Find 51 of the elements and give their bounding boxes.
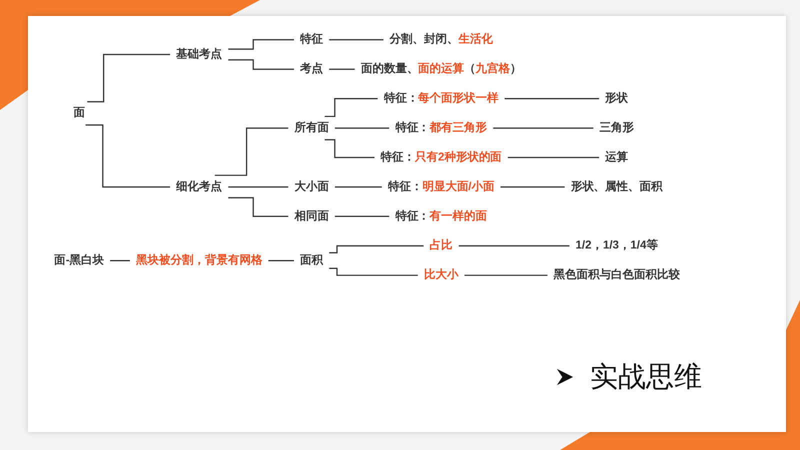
node-text: 基础考点 bbox=[176, 47, 222, 60]
connector bbox=[329, 268, 418, 276]
connector bbox=[329, 245, 424, 254]
connector bbox=[324, 139, 375, 158]
node-text: 考点 bbox=[300, 62, 324, 76]
node-text: 面的数量、面的运算（九宫格） bbox=[360, 62, 522, 76]
connector bbox=[86, 124, 170, 188]
connector bbox=[493, 127, 594, 129]
connector bbox=[334, 127, 390, 129]
node-text: 面 bbox=[73, 106, 85, 120]
node-text: 分割、封闭、生活化 bbox=[390, 32, 493, 46]
node-text: 特征：只有2种形状的面 bbox=[380, 150, 502, 164]
connector bbox=[110, 260, 130, 262]
connector bbox=[334, 216, 390, 218]
node-text: 特征：有一样的面 bbox=[395, 209, 488, 222]
connector bbox=[464, 274, 548, 276]
connector bbox=[228, 59, 294, 70]
node-text: 黑色面积与白色面积比较 bbox=[554, 268, 680, 282]
connector bbox=[329, 39, 384, 40]
node-text: 面积 bbox=[300, 254, 324, 267]
node-text: 比大小 bbox=[424, 268, 458, 282]
node-text: 所有面 bbox=[294, 121, 329, 134]
connector bbox=[324, 98, 378, 118]
node-text: 特征：都有三角形 bbox=[395, 121, 488, 134]
node-text: 特征：每个面形状一样 bbox=[384, 92, 499, 105]
connector bbox=[228, 39, 294, 50]
connector bbox=[329, 68, 355, 70]
connector bbox=[334, 186, 382, 188]
connector bbox=[87, 54, 170, 102]
node-text: 三角形 bbox=[599, 121, 634, 134]
node-text: 形状 bbox=[605, 92, 628, 105]
node-text: 特征 bbox=[300, 32, 324, 46]
connector bbox=[228, 186, 288, 188]
node-text: 面-黑白块 bbox=[54, 254, 104, 267]
bullet-text: 实战思维 bbox=[590, 360, 702, 394]
node-text: 大小面 bbox=[294, 180, 329, 193]
node-text: 形状、属性、面积 bbox=[570, 180, 663, 193]
connector bbox=[500, 186, 565, 188]
node-text: 1/2，1/3，1/4等 bbox=[576, 238, 658, 252]
node-text: 运算 bbox=[605, 150, 628, 164]
node-text: 特征：明显大面/小面 bbox=[388, 180, 494, 193]
node-text: 相同面 bbox=[294, 209, 329, 222]
connector bbox=[504, 98, 600, 100]
connector bbox=[458, 245, 570, 246]
connector bbox=[268, 260, 294, 262]
node-text: 占比 bbox=[430, 238, 453, 252]
connector bbox=[508, 156, 600, 158]
node-text: 细化考点 bbox=[176, 180, 222, 193]
connector bbox=[228, 197, 288, 218]
node-text: 黑块被分割，背景有网格 bbox=[136, 254, 262, 267]
connector bbox=[214, 127, 288, 176]
